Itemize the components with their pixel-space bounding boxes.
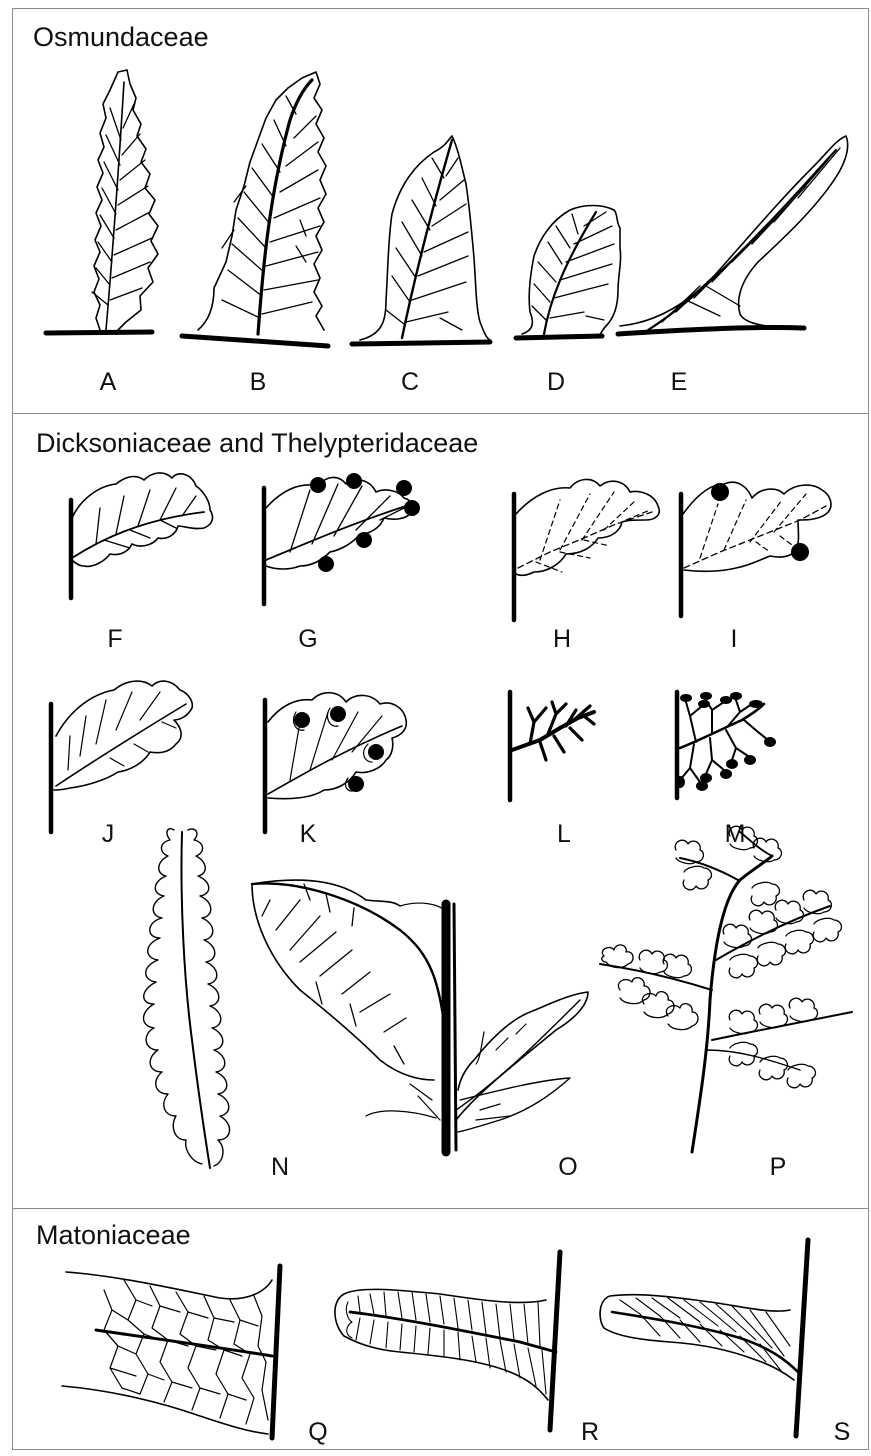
illustration-i — [681, 482, 831, 616]
illustration-q — [62, 1266, 280, 1438]
illustration-b — [182, 72, 328, 346]
illustration-p — [600, 826, 852, 1152]
illustration-h — [514, 479, 659, 620]
illustration-a — [46, 70, 158, 333]
illustration-d — [516, 206, 621, 339]
illustration-c — [352, 136, 490, 344]
illustration-g — [264, 473, 420, 604]
illustration-o — [252, 880, 588, 1152]
illustration-k — [265, 693, 406, 832]
illustration-n — [144, 829, 230, 1168]
illustration-f — [71, 473, 212, 598]
illustration-m — [675, 692, 776, 798]
illustration-e — [618, 136, 848, 334]
illustration-j — [51, 681, 192, 832]
illustration-s — [600, 1240, 808, 1436]
illustration-r — [335, 1252, 560, 1430]
illustration-l — [510, 692, 594, 800]
